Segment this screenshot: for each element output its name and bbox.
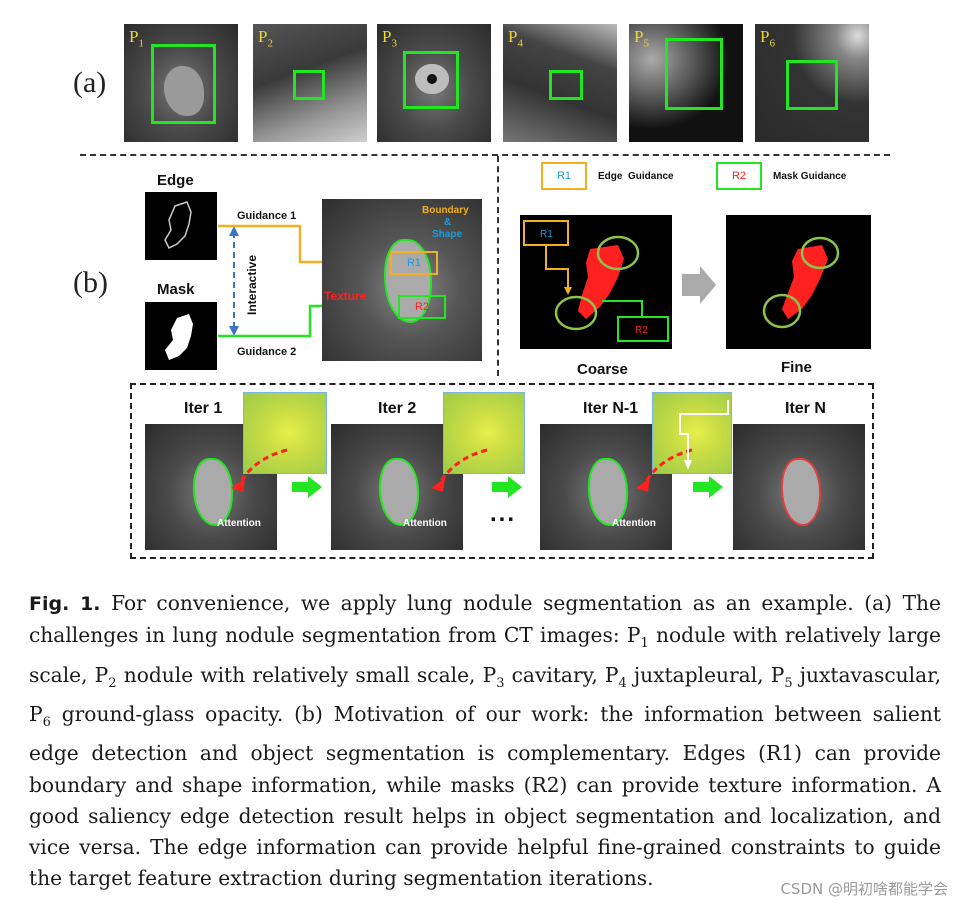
- attention-label: Attention: [217, 518, 261, 529]
- iter-1-title: Iter 1: [184, 400, 222, 418]
- fine-title: Fine: [781, 359, 812, 376]
- attention-label: Attention: [403, 518, 447, 529]
- watermark: CSDN @明初啥都能学会: [780, 878, 948, 899]
- figure-caption: Fig. 1. For convenience, we apply lung n…: [29, 588, 941, 895]
- figure-label: Fig. 1.: [29, 593, 101, 615]
- caption-part: ground-glass opacity. (b) Motivation of …: [29, 702, 941, 891]
- iter-n-image: [733, 424, 865, 550]
- nodule: [781, 458, 821, 526]
- subscript: 4: [618, 676, 626, 691]
- nodule: [588, 458, 628, 526]
- green-arrow-1: [292, 476, 322, 498]
- caption-line-1: For convenience, we apply lung nodule se…: [111, 591, 941, 615]
- caption-part: challenges in lung nodule segmentation f…: [29, 623, 641, 647]
- r2-box: R2: [398, 295, 446, 319]
- legend-r1-label: R1: [557, 170, 571, 182]
- coarse-r1-label: R1: [540, 229, 553, 240]
- r1-box: R1: [390, 251, 438, 275]
- legend-r2-box: R2: [716, 162, 762, 190]
- boundary-label: Boundary: [422, 205, 469, 216]
- green-arrow-2: [492, 476, 522, 498]
- green-arrow-3: [693, 476, 723, 498]
- white-guide-arrow: [664, 396, 734, 476]
- fine-image: [726, 215, 871, 349]
- iter-2-title: Iter 2: [378, 400, 416, 418]
- r2-label: R2: [415, 301, 429, 313]
- ct-main-image: Boundary & Shape Texture R1 R2: [322, 199, 482, 361]
- legend-r1-text: Edge Guidance: [598, 171, 674, 182]
- legend-r2-text: Mask Guidance: [773, 171, 846, 182]
- iter-n-title: Iter N: [785, 400, 826, 418]
- caption-part: nodule with relatively small scale, P: [117, 663, 497, 687]
- nodule: [379, 458, 419, 526]
- coarse-to-fine-arrow: [682, 266, 716, 304]
- legend-r1-box: R1: [541, 162, 587, 190]
- shape-label: Shape: [432, 229, 462, 240]
- subscript: 1: [641, 636, 649, 651]
- caption-part: cavitary, P: [504, 663, 618, 687]
- texture-label: Texture: [324, 289, 366, 303]
- subscript: 6: [43, 715, 51, 730]
- iter-n1-title: Iter N-1: [583, 400, 638, 418]
- ellipsis: ...: [490, 500, 516, 528]
- coarse-r2-label: R2: [635, 325, 648, 336]
- legend-r2-label: R2: [732, 170, 746, 182]
- coarse-title: Coarse: [577, 361, 628, 378]
- coarse-mask: R1 R2: [520, 215, 672, 349]
- caption-part: nodule with relatively: [649, 623, 881, 647]
- iter-1-attention-arrow: [225, 440, 295, 500]
- caption-part: juxtapleural, P: [627, 663, 785, 687]
- iter-2-attention-arrow: [425, 440, 495, 500]
- amp-label: &: [444, 217, 451, 228]
- r1-label: R1: [407, 257, 421, 269]
- coarse-image: R1 R2: [520, 215, 672, 349]
- subscript: 2: [108, 676, 116, 691]
- subscript: 5: [784, 676, 792, 691]
- fine-mask: [726, 215, 871, 349]
- attention-label: Attention: [612, 518, 656, 529]
